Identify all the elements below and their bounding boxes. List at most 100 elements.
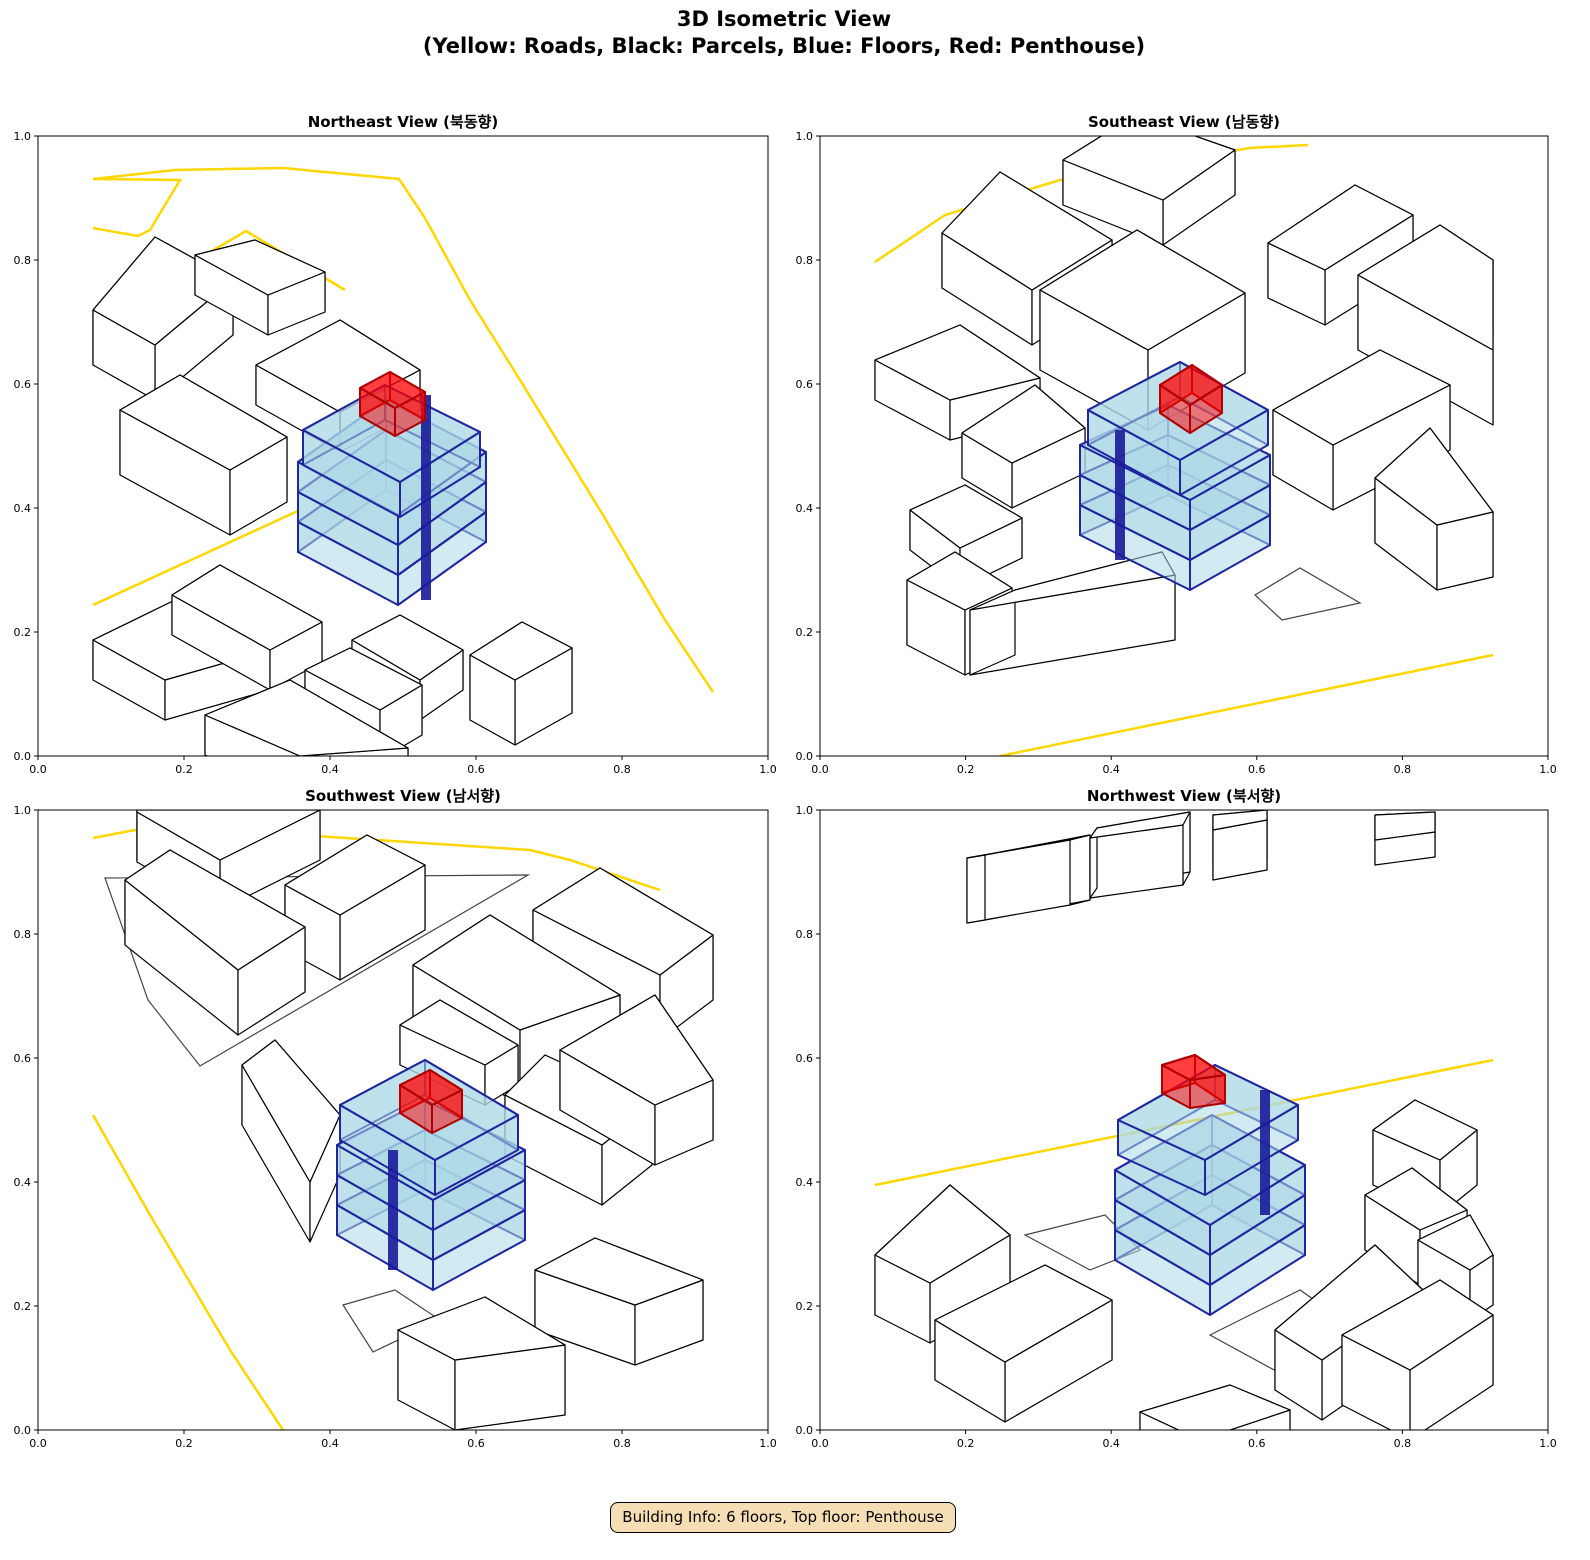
x-tick-label: 1.0 xyxy=(1539,1437,1557,1450)
x-tick-label: 0.0 xyxy=(811,763,829,776)
road-line xyxy=(92,828,661,892)
top-face xyxy=(194,239,326,296)
axes-frame xyxy=(819,135,1549,757)
x-tick-label: 0.6 xyxy=(467,1437,485,1450)
y-tick-label: 0.2 xyxy=(14,1300,32,1313)
penthouse-volume xyxy=(359,371,426,437)
road-line xyxy=(92,166,715,693)
top-face xyxy=(397,1296,566,1361)
parcel-building xyxy=(1089,811,1191,899)
top-face xyxy=(534,1237,704,1306)
parcel-building xyxy=(1341,1279,1494,1430)
parcel-building xyxy=(1139,1384,1291,1430)
x-tick-label: 1.0 xyxy=(759,763,777,776)
top-face xyxy=(1374,811,1436,841)
scene xyxy=(874,810,1494,1430)
road-line xyxy=(999,653,1494,756)
top-face xyxy=(1062,136,1236,201)
x-tick-label: 0.8 xyxy=(1394,1437,1412,1450)
y-tick-label: 0.0 xyxy=(796,1424,814,1437)
top-face xyxy=(1372,1099,1478,1161)
side-face xyxy=(1089,827,1098,899)
core-shaft xyxy=(1260,1090,1270,1215)
parcel-building xyxy=(469,621,573,746)
panel-title: Southeast View (남동향) xyxy=(1088,113,1280,131)
y-tick-label: 0.4 xyxy=(14,502,32,515)
top-face xyxy=(1364,1167,1468,1231)
floor-volume xyxy=(1117,1064,1299,1196)
top-face xyxy=(1212,810,1268,831)
parcel-building xyxy=(284,834,426,981)
parcel-building xyxy=(194,239,326,336)
y-tick-label: 0.0 xyxy=(14,750,32,763)
top-face xyxy=(399,999,519,1066)
scene xyxy=(91,810,714,1430)
x-tick-label: 0.0 xyxy=(811,1437,829,1450)
top-face xyxy=(1374,427,1494,526)
road-line xyxy=(91,1114,285,1430)
parcel-building xyxy=(934,1264,1113,1423)
scene xyxy=(874,136,1494,756)
top-face xyxy=(934,1264,1113,1363)
parcel-building xyxy=(1062,136,1236,246)
y-tick-label: 1.0 xyxy=(796,804,814,817)
x-tick-label: 0.0 xyxy=(29,763,47,776)
parcel-outline xyxy=(1254,567,1362,621)
penthouse-volume xyxy=(399,1069,463,1134)
parcel-building xyxy=(124,849,306,1036)
y-tick-label: 0.4 xyxy=(796,1176,814,1189)
parcel-building xyxy=(559,994,714,1166)
core-shaft xyxy=(388,1150,398,1270)
x-tick-label: 0.0 xyxy=(29,1437,47,1450)
axes-frame xyxy=(819,809,1549,1431)
y-tick-label: 0.8 xyxy=(796,254,814,267)
parcel-building xyxy=(966,834,1091,924)
y-tick-label: 0.0 xyxy=(796,750,814,763)
top-face xyxy=(304,647,423,711)
x-tick-label: 0.2 xyxy=(175,763,193,776)
penthouse-volume xyxy=(1161,1054,1226,1109)
top-face xyxy=(1139,1384,1291,1430)
parcel-building xyxy=(534,1237,704,1366)
figure-subtitle: (Yellow: Roads, Black: Parcels, Blue: Fl… xyxy=(422,34,1146,58)
side-face xyxy=(966,854,986,924)
x-tick-label: 1.0 xyxy=(759,1437,777,1450)
y-tick-label: 0.2 xyxy=(796,1300,814,1313)
y-tick-label: 0.6 xyxy=(796,378,814,391)
y-tick-label: 1.0 xyxy=(14,804,32,817)
y-tick-label: 0.6 xyxy=(796,1052,814,1065)
top-face xyxy=(204,679,409,756)
x-tick-label: 0.4 xyxy=(321,1437,339,1450)
top-face xyxy=(412,914,621,1031)
side-face xyxy=(1436,511,1494,591)
top-face xyxy=(961,384,1086,464)
top-face xyxy=(1417,1214,1494,1271)
x-tick-label: 1.0 xyxy=(1539,763,1557,776)
core-shaft xyxy=(1115,430,1125,560)
y-tick-label: 0.6 xyxy=(14,378,32,391)
top-face xyxy=(119,374,288,471)
top-face xyxy=(1357,224,1494,351)
top-face xyxy=(351,614,464,681)
x-tick-label: 0.2 xyxy=(957,1437,975,1450)
parcel-building xyxy=(119,374,288,536)
parcel-building xyxy=(399,999,519,1106)
y-tick-label: 0.0 xyxy=(14,1424,32,1437)
top-face xyxy=(124,849,306,971)
x-tick-label: 0.8 xyxy=(613,1437,631,1450)
parcel-building xyxy=(874,324,1041,441)
axes-frame xyxy=(37,135,769,757)
top-face xyxy=(532,867,714,976)
parcel-building xyxy=(241,1039,341,1243)
top-face xyxy=(559,994,714,1106)
x-tick-label: 0.2 xyxy=(175,1437,193,1450)
top-face xyxy=(1039,229,1246,351)
parcel-building xyxy=(1267,184,1414,326)
top-face xyxy=(136,810,321,861)
parcel-building xyxy=(969,551,1176,676)
y-tick-label: 0.8 xyxy=(14,928,32,941)
